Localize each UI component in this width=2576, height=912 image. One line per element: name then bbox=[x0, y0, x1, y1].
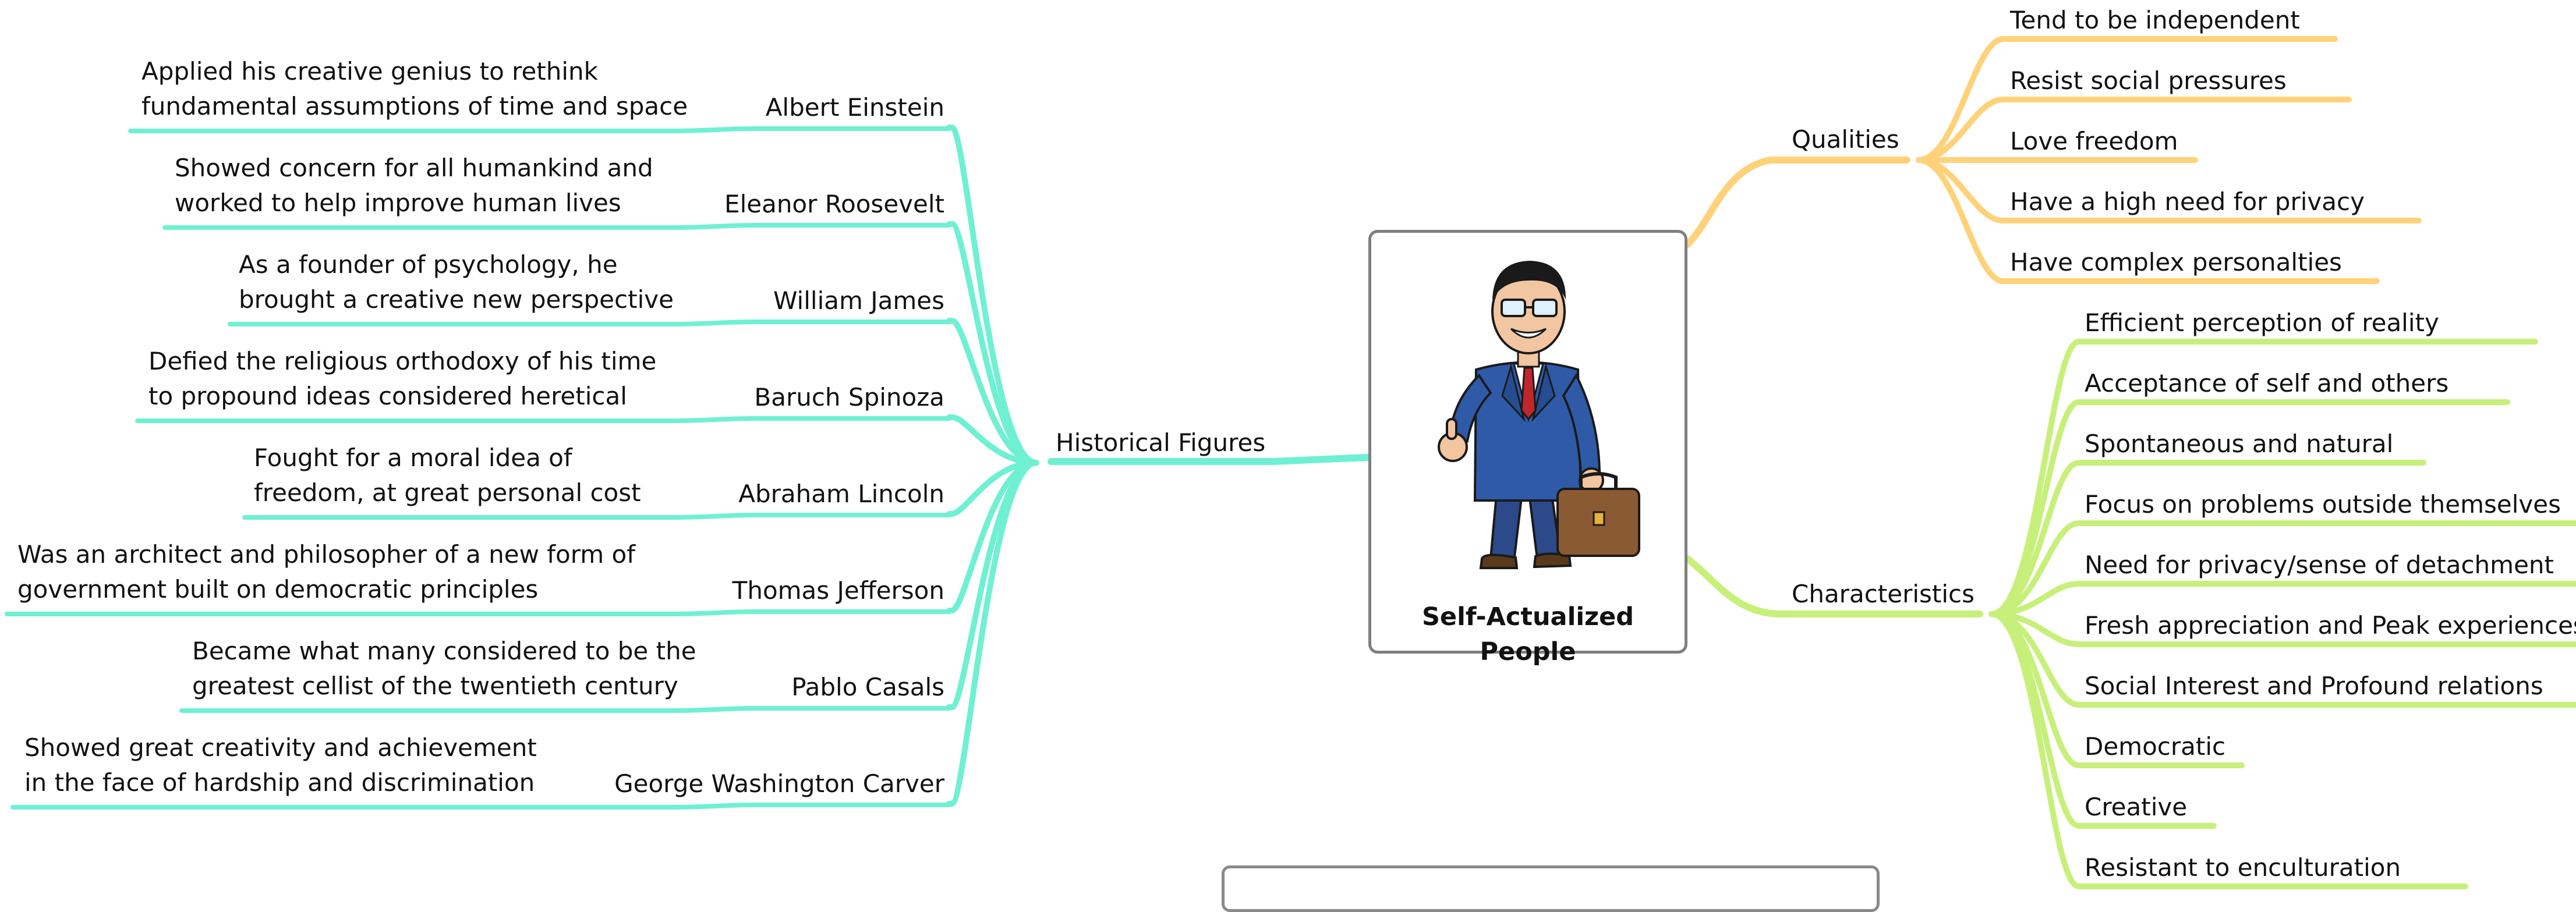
historical-figure-description[interactable]: Applied his creative genius to rethink fu… bbox=[141, 54, 688, 124]
characteristic-item[interactable]: Need for privacy/sense of detachment bbox=[2085, 551, 2554, 579]
quality-item[interactable]: Have a high need for privacy bbox=[2010, 187, 2365, 216]
historical-description-underline bbox=[179, 706, 951, 713]
characteristic-item[interactable]: Spontaneous and natural bbox=[2085, 430, 2394, 458]
quality-connector bbox=[1916, 157, 2380, 284]
historical-figure-description[interactable]: Was an architect and philosopher of a ne… bbox=[17, 537, 635, 607]
historical-figure-description[interactable]: As a founder of psychology, he brought a … bbox=[239, 247, 674, 317]
quality-connector bbox=[1916, 36, 2338, 163]
characteristics-main-connector bbox=[1684, 555, 1983, 618]
historical-description-underline bbox=[135, 416, 951, 423]
description-line: fundamental assumptions of time and spac… bbox=[141, 92, 688, 120]
historical-description-underline bbox=[5, 609, 951, 616]
historical-figure-description[interactable]: Showed great creativity and achievement i… bbox=[24, 730, 537, 800]
historical-figure-description[interactable]: Showed concern for all humankind and work… bbox=[175, 151, 653, 221]
characteristic-connector bbox=[1988, 611, 2468, 889]
branch-characteristics[interactable]: Characteristics bbox=[1792, 580, 1975, 608]
central-topic-title: Self-Actualized People bbox=[1421, 602, 1634, 666]
description-line: Fought for a moral idea of bbox=[254, 443, 572, 472]
historical-figure-name[interactable]: William James bbox=[773, 286, 944, 315]
description-line: Became what many considered to be the bbox=[192, 637, 696, 665]
historical-figure-name[interactable]: Thomas Jefferson bbox=[732, 576, 944, 605]
mind-map: Self-Actualized People Historical Figure… bbox=[5, 6, 2576, 912]
historical-figure-description[interactable]: Defied the religious orthodoxy of his ti… bbox=[148, 344, 656, 414]
characteristic-item[interactable]: Fresh appreciation and Peak experiences bbox=[2085, 611, 2576, 640]
historical-description-underline bbox=[242, 513, 951, 520]
description-line: Was an architect and philosopher of a ne… bbox=[17, 540, 636, 569]
description-line: worked to help improve human lives bbox=[175, 189, 621, 217]
historical-description-underline bbox=[162, 223, 951, 230]
central-topic[interactable]: Self-Actualized People bbox=[1368, 230, 1687, 666]
historical-figure-name[interactable]: Abraham Lincoln bbox=[738, 480, 944, 508]
description-line: As a founder of psychology, he bbox=[239, 250, 618, 279]
businessman-with-briefcase-icon bbox=[1438, 261, 1640, 569]
quality-item[interactable]: Love freedom bbox=[2010, 127, 2178, 155]
description-line: brought a creative new perspective bbox=[239, 285, 674, 314]
characteristic-item[interactable]: Resistant to enculturation bbox=[2085, 853, 2401, 882]
citation-box bbox=[1222, 865, 1880, 912]
historical-description-underline bbox=[228, 320, 951, 327]
mind-map-connectors bbox=[5, 36, 2576, 889]
qualities-main-connector bbox=[1684, 157, 1910, 248]
characteristic-item[interactable]: Creative bbox=[2085, 793, 2188, 821]
historical-figure-name[interactable]: Baruch Spinoza bbox=[754, 383, 944, 411]
description-line: greatest cellist of the twentieth centur… bbox=[192, 672, 678, 700]
historical-main-connector bbox=[1048, 454, 1372, 465]
description-line: government built on democratic principle… bbox=[17, 575, 539, 604]
historical-description-underline bbox=[128, 126, 951, 133]
characteristic-item[interactable]: Efficient perception of reality bbox=[2085, 308, 2439, 337]
quality-item[interactable]: Have complex personalties bbox=[2010, 248, 2342, 276]
historical-figure-name[interactable]: Albert Einstein bbox=[765, 93, 944, 122]
historical-description-underline bbox=[10, 803, 951, 810]
description-line: Applied his creative genius to rethink bbox=[141, 57, 598, 86]
characteristic-item[interactable]: Social Interest and Profound relations bbox=[2085, 672, 2543, 700]
description-line: freedom, at great personal cost bbox=[254, 478, 641, 507]
historical-figure-name[interactable]: Pablo Casals bbox=[791, 673, 944, 701]
quality-item[interactable]: Tend to be independent bbox=[2010, 6, 2300, 34]
description-line: Showed great creativity and achievement bbox=[24, 733, 537, 762]
branch-qualities[interactable]: Qualities bbox=[1792, 125, 1899, 154]
historical-figure-description[interactable]: Became what many considered to be the gre… bbox=[192, 634, 696, 704]
quality-item[interactable]: Resist social pressures bbox=[2010, 66, 2287, 95]
characteristic-item[interactable]: Acceptance of self and others bbox=[2085, 369, 2449, 398]
characteristic-connector bbox=[1988, 520, 2576, 617]
characteristic-item[interactable]: Democratic bbox=[2085, 732, 2226, 761]
description-line: Showed concern for all humankind and bbox=[175, 154, 653, 182]
quality-connector bbox=[1916, 97, 2352, 163]
description-line: Defied the religious orthodoxy of his ti… bbox=[148, 347, 657, 375]
historical-figure-name[interactable]: Eleanor Roosevelt bbox=[724, 190, 944, 218]
description-line: in the face of hardship and discriminati… bbox=[24, 768, 535, 797]
historical-figure-description[interactable]: Fought for a moral idea of freedom, at gr… bbox=[254, 441, 641, 510]
historical-figure-name[interactable]: George Washington Carver bbox=[614, 769, 944, 798]
characteristic-item[interactable]: Focus on problems outside themselves bbox=[2085, 490, 2561, 519]
branch-historical-figures[interactable]: Historical Figures bbox=[1056, 428, 1266, 457]
description-line: to propound ideas considered heretical bbox=[148, 382, 627, 410]
